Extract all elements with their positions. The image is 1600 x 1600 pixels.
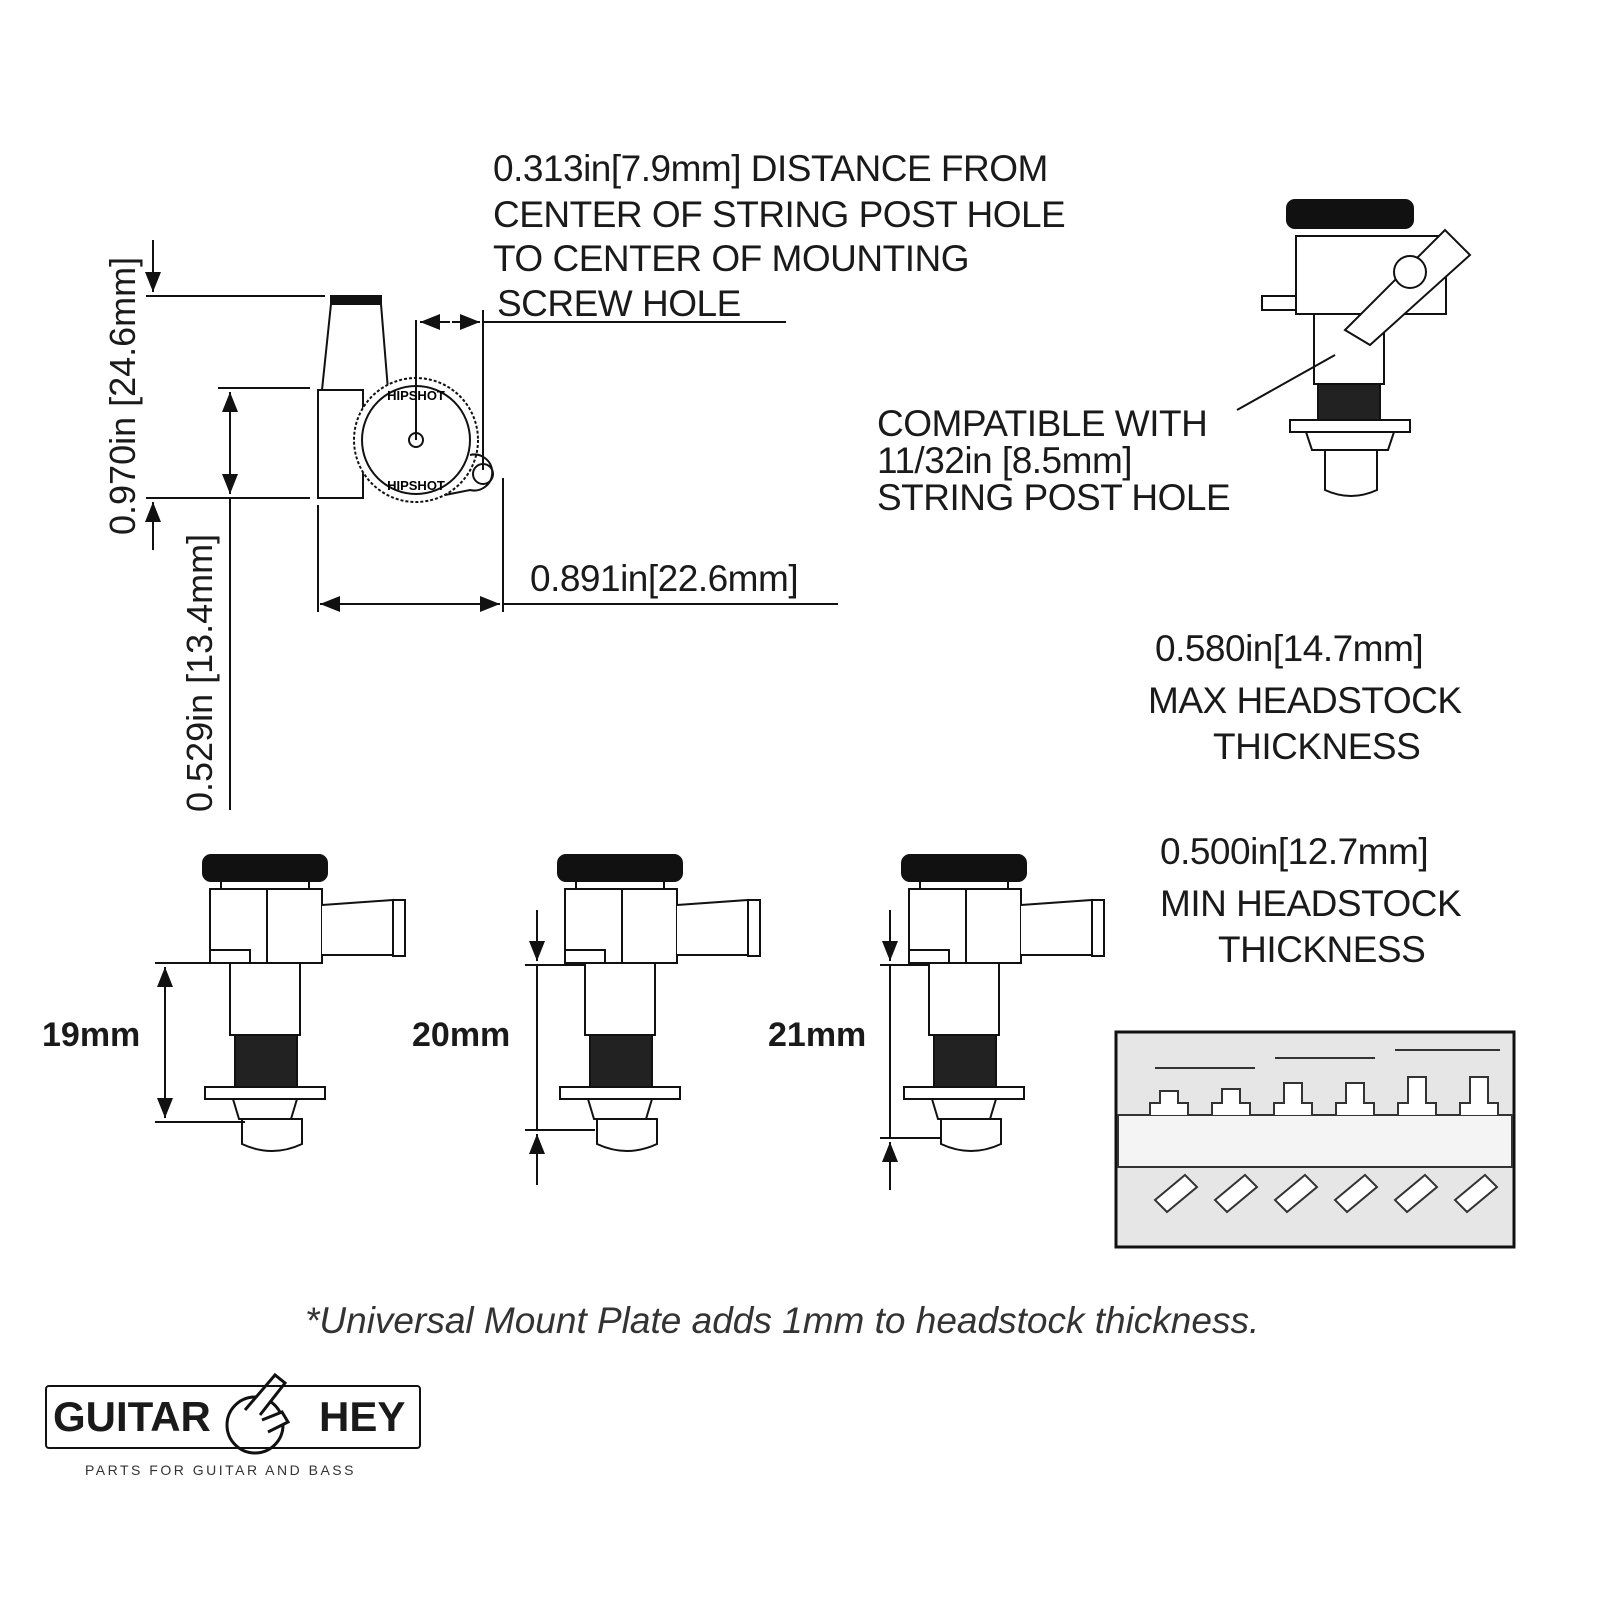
total-height-dimension: 0.970in [24.6mm]	[102, 256, 143, 535]
compat-line1: COMPATIBLE WITH	[877, 403, 1208, 444]
offset-dimension-line3: TO CENTER OF MOUNTING	[493, 238, 969, 279]
offset-dimension-line2: CENTER OF STRING POST HOLE	[493, 194, 1066, 235]
max-thickness-label1: MAX HEADSTOCK	[1148, 680, 1462, 721]
logo-tagline: PARTS FOR GUITAR AND BASS	[85, 1462, 356, 1478]
knob-logo-text-2: HIPSHOT	[387, 478, 445, 493]
tuner-side-view	[145, 240, 838, 810]
offset-dimension-line1: 0.313in[7.9mm] DISTANCE FROM	[493, 148, 1048, 189]
tuner-20mm	[557, 854, 761, 1152]
headstock-illustration	[1114, 1030, 1516, 1249]
tuner-front-view	[1236, 199, 1472, 497]
logo-word-guitar: GUITAR	[53, 1393, 211, 1440]
tuner-21mm	[901, 854, 1105, 1152]
tuner-19mm	[202, 854, 406, 1152]
min-thickness-label1: MIN HEADSTOCK	[1160, 883, 1462, 924]
compat-line3: STRING POST HOLE	[877, 477, 1231, 518]
offset-dimension-line4: SCREW HOLE	[497, 283, 741, 324]
width-dimension: 0.891in[22.6mm]	[530, 558, 799, 599]
footnote: *Universal Mount Plate adds 1mm to heads…	[305, 1300, 1260, 1341]
max-thickness-value: 0.580in[14.7mm]	[1155, 628, 1424, 669]
post-length-20: 20mm	[412, 1016, 511, 1054]
knob-logo-text: HIPSHOT	[387, 388, 445, 403]
logo-word-hey: HEY	[319, 1393, 406, 1440]
guitarhey-logo: GUITAR HEY	[45, 1385, 421, 1449]
post-height-dimension: 0.529in [13.4mm]	[179, 533, 220, 812]
post-dimension-lines	[155, 910, 940, 1190]
max-thickness-label2: THICKNESS	[1213, 726, 1421, 767]
post-length-19: 19mm	[42, 1016, 141, 1054]
post-length-21: 21mm	[768, 1016, 867, 1054]
min-thickness-label2: THICKNESS	[1218, 929, 1426, 970]
min-thickness-value: 0.500in[12.7mm]	[1160, 831, 1429, 872]
compat-line2: 11/32in [8.5mm]	[877, 440, 1133, 481]
